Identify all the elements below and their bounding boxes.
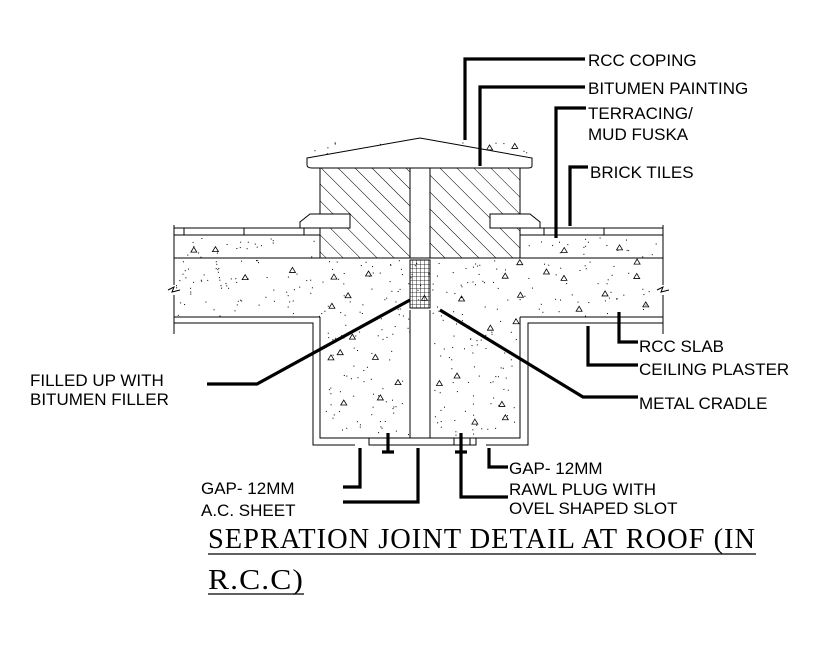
label-filled-up-with: FILLED UP WITH (30, 371, 164, 390)
title-line-2: R.C.C) (208, 564, 304, 596)
rcc-slab (167, 225, 670, 334)
break-symbol-right (656, 285, 670, 293)
label-ceiling-plaster: CEILING PLASTER (639, 360, 789, 379)
label-rcc-coping: RCC COPING (588, 51, 697, 70)
label-gap-right: GAP- 12MM (509, 459, 603, 478)
break-symbol-left (167, 285, 181, 293)
label-bitumen-painting: BITUMEN PAINTING (588, 79, 748, 98)
label-rawl-plug: RAWL PLUG WITH (509, 480, 656, 499)
leader-lines (207, 57, 638, 504)
labels: RCC COPING BITUMEN PAINTING TERRACING/ M… (30, 51, 789, 520)
label-mud-fuska: MUD FUSKA (588, 125, 689, 144)
label-rcc-slab: RCC SLAB (639, 337, 724, 356)
label-ac-sheet: A.C. SHEET (201, 501, 295, 520)
bitumen-filler (409, 259, 431, 309)
label-ovel-slot: OVEL SHAPED SLOT (509, 499, 677, 518)
terracing-and-tiles (174, 227, 663, 236)
label-gap-left: GAP- 12MM (201, 479, 295, 498)
label-brick-tiles: BRICK TILES (590, 163, 694, 182)
ceiling-plaster (174, 310, 663, 446)
brick-walls (319, 167, 521, 259)
ac-sheet (368, 437, 477, 446)
drawing-title: SEPRATION JOINT DETAIL AT ROOF (IN R.C.C… (208, 523, 756, 596)
drip-moulds (299, 213, 541, 229)
label-terracing: TERRACING/ (588, 104, 693, 123)
label-bitumen-filler: BITUMEN FILLER (30, 390, 169, 409)
rcc-coping (306, 137, 533, 169)
label-metal-cradle: METAL CRADLE (639, 394, 767, 413)
title-line-1: SEPRATION JOINT DETAIL AT ROOF (IN (208, 523, 756, 555)
